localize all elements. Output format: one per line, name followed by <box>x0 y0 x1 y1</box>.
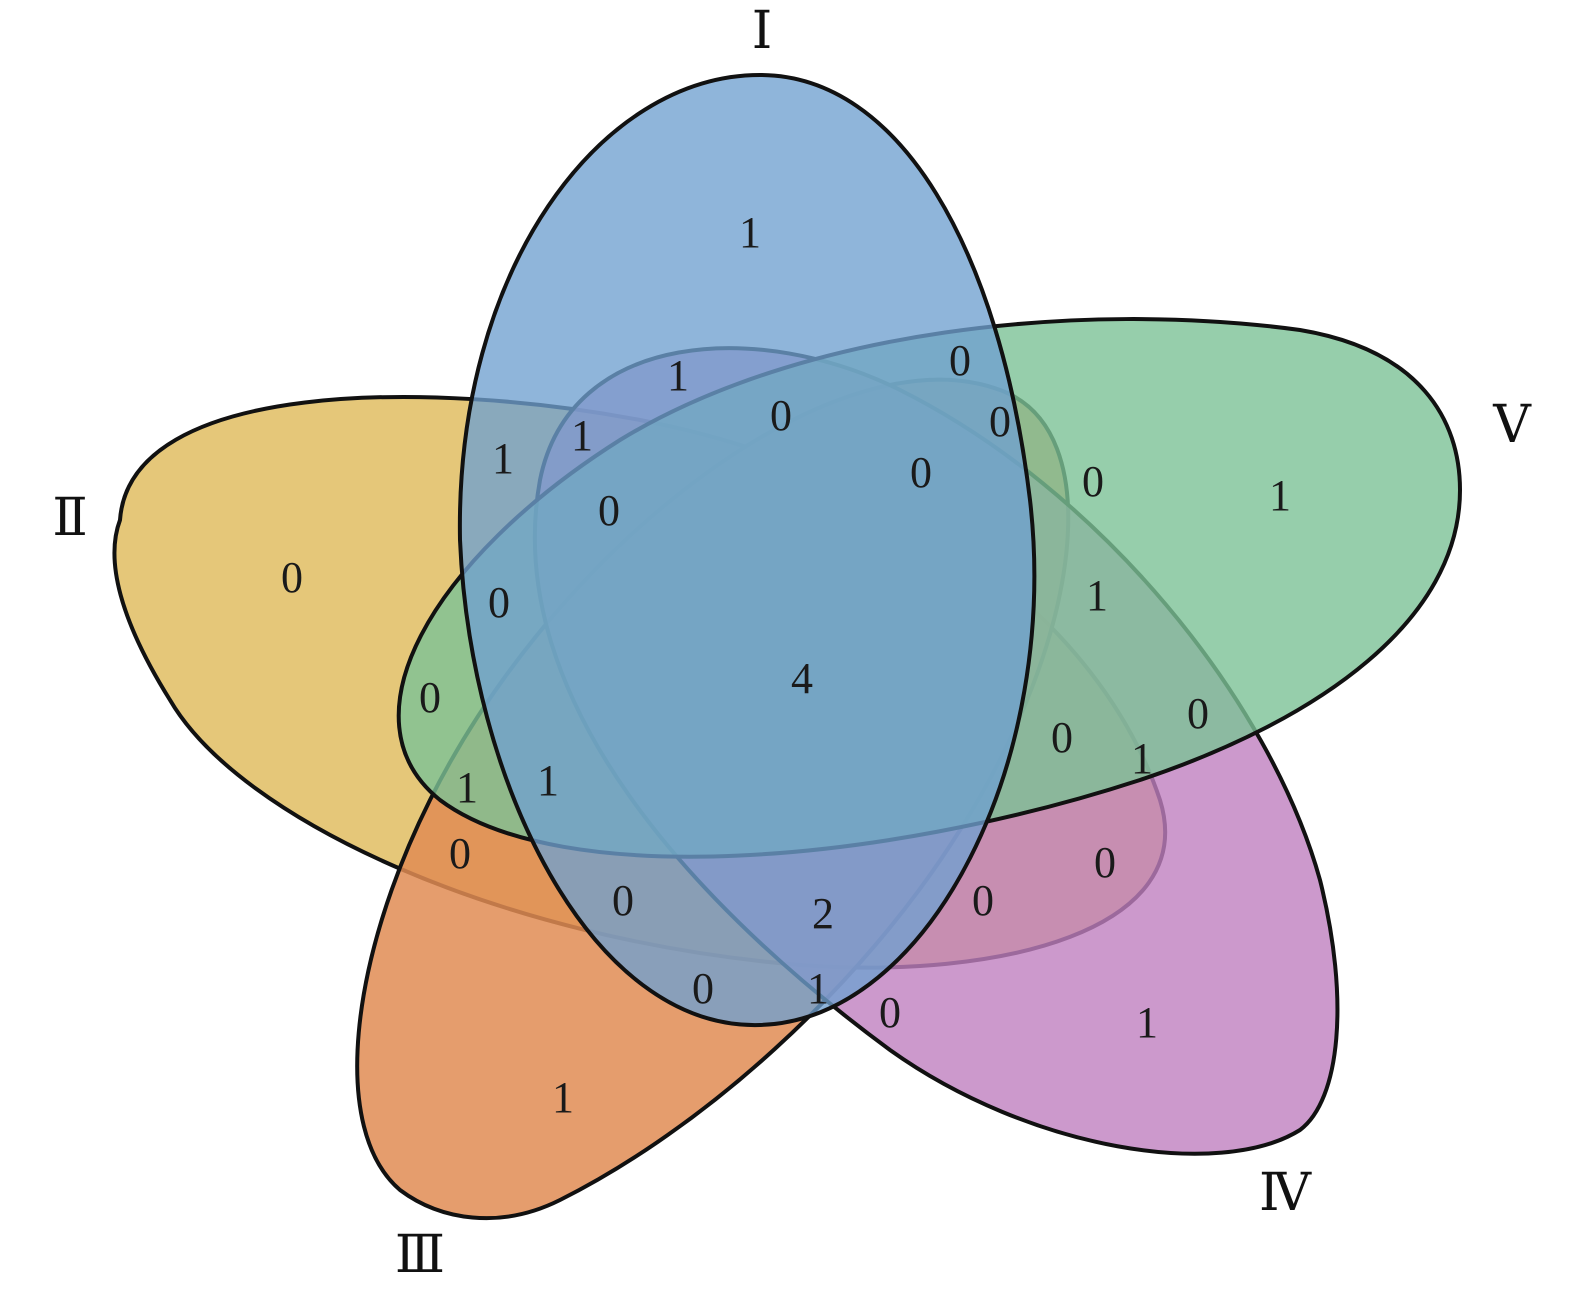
region-count: 0 <box>488 578 510 627</box>
set-label-iv: Ⅳ <box>1259 1163 1312 1223</box>
region-count: 1 <box>1131 734 1153 783</box>
region-count: 1 <box>1269 471 1291 520</box>
region-count: 0 <box>612 876 634 925</box>
region-count: 0 <box>419 673 441 722</box>
set-label-iii: Ⅲ <box>395 1225 445 1285</box>
region-count: 1 <box>1086 571 1108 620</box>
region-count: 1 <box>807 964 829 1013</box>
set-label-i: I <box>752 1 773 61</box>
region-count: 0 <box>1094 838 1116 887</box>
set-i-shape <box>457 72 1037 1028</box>
region-count: 1 <box>456 763 478 812</box>
region-count: 4 <box>791 654 813 703</box>
set-label-ii: Ⅱ <box>52 488 87 548</box>
region-count: 0 <box>598 486 620 535</box>
region-count: 1 <box>667 351 689 400</box>
region-count: 1 <box>739 208 761 257</box>
region-count: 0 <box>692 964 714 1013</box>
region-count: 1 <box>1136 998 1158 1047</box>
region-count: 0 <box>1082 457 1104 506</box>
region-count: 0 <box>449 829 471 878</box>
region-counts: 1 0 1 1 1 0 1 0 0 0 1 0 1 0 0 0 0 0 0 0 … <box>281 208 1291 1122</box>
region-count: 2 <box>812 889 834 938</box>
set-shapes <box>112 72 1463 1221</box>
region-count: 0 <box>1187 689 1209 738</box>
region-count: 0 <box>879 988 901 1037</box>
region-count: 1 <box>537 756 559 805</box>
region-count: 1 <box>492 434 514 483</box>
region-count: 0 <box>1051 713 1073 762</box>
region-count: 0 <box>281 553 303 602</box>
region-count: 1 <box>571 411 593 460</box>
set-label-v: V <box>1492 395 1532 455</box>
region-count: 1 <box>552 1073 574 1122</box>
region-count: 0 <box>989 397 1011 446</box>
region-count: 0 <box>949 336 971 385</box>
region-count: 0 <box>972 876 994 925</box>
region-count: 0 <box>910 448 932 497</box>
set-labels: I Ⅱ Ⅲ Ⅳ V <box>52 1 1532 1285</box>
region-count: 0 <box>770 391 792 440</box>
